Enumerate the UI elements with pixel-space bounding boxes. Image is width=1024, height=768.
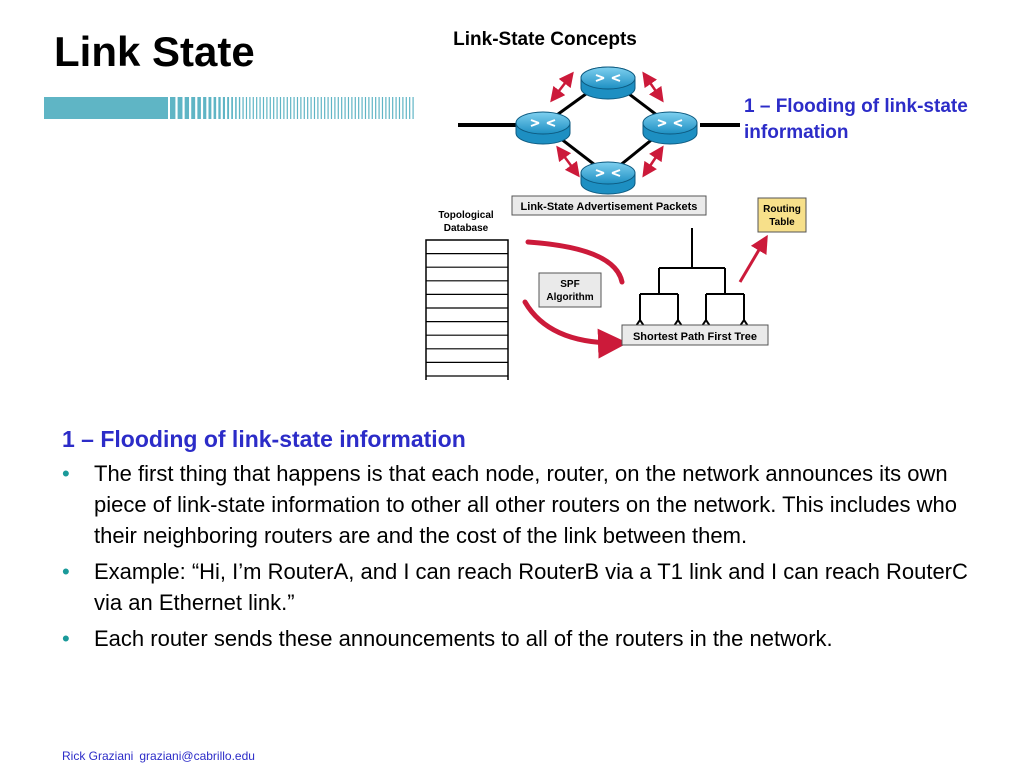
router-icon xyxy=(515,111,571,145)
list-item: • Each router sends these announcements t… xyxy=(62,623,982,654)
routing-table-label-2: Table xyxy=(769,217,795,228)
list-item: • The first thing that happens is that ea… xyxy=(62,458,982,551)
spf-tree-label: Shortest Path First Tree xyxy=(633,331,757,343)
bullet-list: • The first thing that happens is that ea… xyxy=(62,458,982,654)
footer-author: Rick Graziani xyxy=(62,749,134,763)
lsa-packets-label: Link-State Advertisement Packets xyxy=(521,201,698,213)
bullet-text: Example: “Hi, I’m RouterA, and I can rea… xyxy=(94,559,968,615)
list-item: • Example: “Hi, I’m RouterA, and I can re… xyxy=(62,556,982,618)
footer-email: graziani@cabrillo.edu xyxy=(139,749,255,763)
bullet-icon: • xyxy=(62,559,70,584)
flooding-callout: 1 – Flooding of link-state information xyxy=(744,96,968,143)
spf-algorithm-label-1: SPF xyxy=(560,279,579,290)
slide-content: 1 – Flooding of link-state information •… xyxy=(62,426,982,659)
spf-algorithm-label-2: Algorithm xyxy=(546,292,593,303)
router-icon xyxy=(580,66,636,100)
slide-title: Link State xyxy=(54,28,255,75)
curved-arrow-icon xyxy=(738,234,768,283)
bullet-text: The first thing that happens is that eac… xyxy=(94,461,957,548)
decorative-bar xyxy=(44,97,414,119)
curved-arrow-icon xyxy=(525,239,625,285)
router-icon xyxy=(642,111,698,145)
topological-database-label-1: Topological xyxy=(438,210,494,221)
database-table-icon xyxy=(425,239,509,380)
bullet-text: Each router sends these announcements to… xyxy=(94,626,833,651)
footer: Rick Graziani graziani@cabrillo.edu xyxy=(62,749,261,763)
bullet-icon: • xyxy=(62,461,70,486)
double-arrow-icon xyxy=(550,71,664,178)
topological-database-label-2: Database xyxy=(444,223,489,234)
content-heading: 1 – Flooding of link-state information xyxy=(62,426,466,452)
curved-arrow-icon xyxy=(522,299,628,359)
bullet-icon: • xyxy=(62,626,70,651)
router-icon xyxy=(580,161,636,195)
diagram-title: Link-State Concepts xyxy=(453,29,637,50)
tree-icon xyxy=(631,228,753,333)
link-state-diagram: Link-State Concepts Link-State Advertise… xyxy=(425,29,807,380)
routing-table-label-1: Routing xyxy=(763,204,801,215)
